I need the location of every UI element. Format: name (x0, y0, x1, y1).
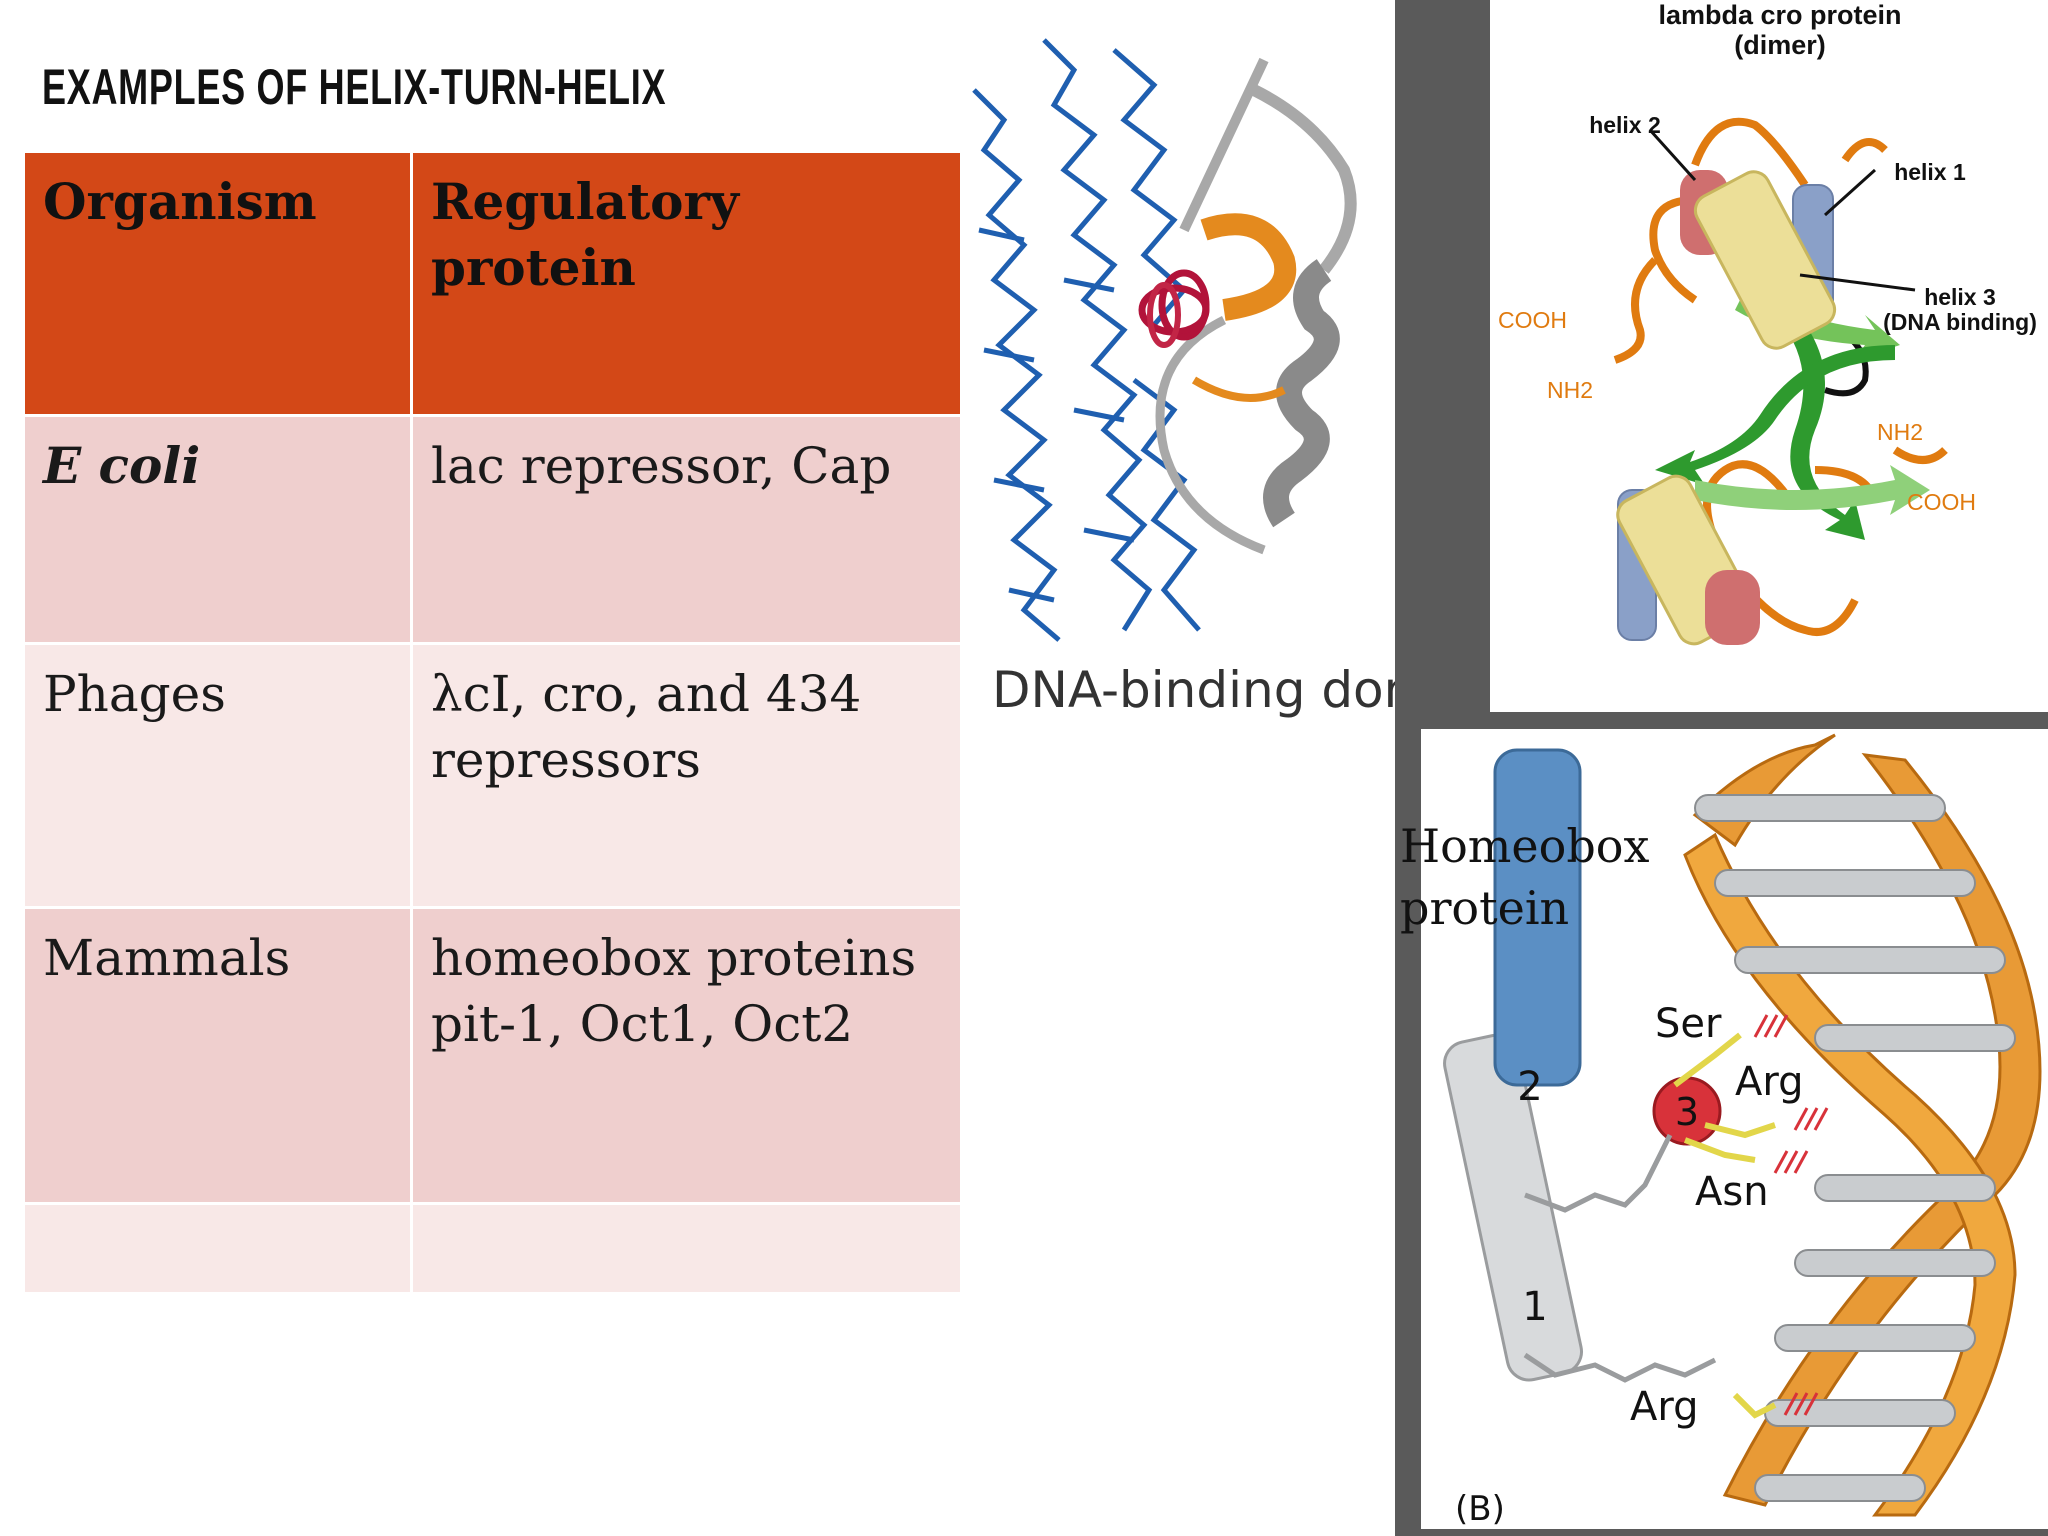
lambda-cro-figure: lambda cro protein (dimer) helix 2 helix… (1395, 0, 2048, 720)
table-row: Phages λcI, cro, and 434 repressors (22, 642, 963, 909)
header-organism: Organism (22, 150, 413, 417)
cro-helix2-label: helix 2 (1589, 112, 1661, 138)
cro-nh2-top: NH2 (1547, 377, 1593, 403)
homeobox-linkers (1523, 1133, 1717, 1383)
panel-label: (B) (1455, 1489, 1505, 1529)
hth-examples-table: Organism Regulatory protein E coli lac r… (22, 150, 963, 1295)
protein-ribbon (1138, 57, 1357, 555)
homeobox-helix3-number: 3 (1675, 1090, 1699, 1134)
hydrogen-bonds (1753, 1014, 1829, 1416)
cell-organism: E coli (22, 414, 413, 645)
slide-title: EXAMPLES OF HELIX-TURN-HELIX (42, 59, 667, 115)
cro-helix3-sublabel: (DNA binding) (1883, 309, 2037, 335)
homeobox-figure: 2 3 1 Ser Arg Asn Arg (B) (1395, 715, 2048, 1536)
homeobox-helices (1443, 748, 1722, 1382)
residue-asn: Asn (1695, 1169, 1769, 1215)
cell-organism (22, 1202, 413, 1295)
base-pair-rungs (1694, 794, 2016, 1502)
cro-helix1-label: helix 1 (1894, 159, 1966, 185)
table-row: E coli lac repressor, Cap (22, 414, 963, 645)
cell-organism: Phages (22, 642, 413, 909)
cro-title-line2: (dimer) (1734, 30, 1826, 60)
cell-protein: lac repressor, Cap (410, 414, 963, 645)
cell-protein: λcI, cro, and 434 repressors (410, 642, 963, 909)
dna-double-helix (1683, 733, 2042, 1517)
cell-protein: homeobox proteins pit-1, Oct1, Oct2 (410, 906, 963, 1205)
residue-arg-2: Arg (1630, 1384, 1699, 1430)
residue-arg-1: Arg (1735, 1059, 1804, 1105)
cell-protein (410, 1202, 963, 1295)
header-regulatory-protein: Regulatory protein (410, 150, 963, 417)
homeobox-helix1-number: 1 (1522, 1284, 1547, 1330)
cro-leader-lines (1648, 128, 1916, 292)
cro-cooh-top: COOH (1498, 307, 1567, 333)
cro-title-line1: lambda cro protein (1658, 0, 1901, 30)
cell-organism: Mammals (22, 906, 413, 1205)
table-row (22, 1202, 963, 1295)
cro-nh2-bottom: NH2 (1877, 419, 1923, 445)
cro-helices (1616, 170, 1837, 646)
homeobox-protein-label: Homeobox protein (1400, 819, 1650, 935)
cro-helix3-label: helix 3 (1924, 284, 1996, 310)
residue-ser: Ser (1655, 1001, 1722, 1047)
dna-backbone-strands (972, 38, 1201, 642)
side-chains (1673, 1032, 1777, 1419)
table-row: Mammals homeobox proteins pit-1, Oct1, O… (22, 906, 963, 1205)
cro-cooh-bottom: COOH (1907, 489, 1976, 515)
homeobox-helix2-number: 2 (1517, 1064, 1542, 1110)
